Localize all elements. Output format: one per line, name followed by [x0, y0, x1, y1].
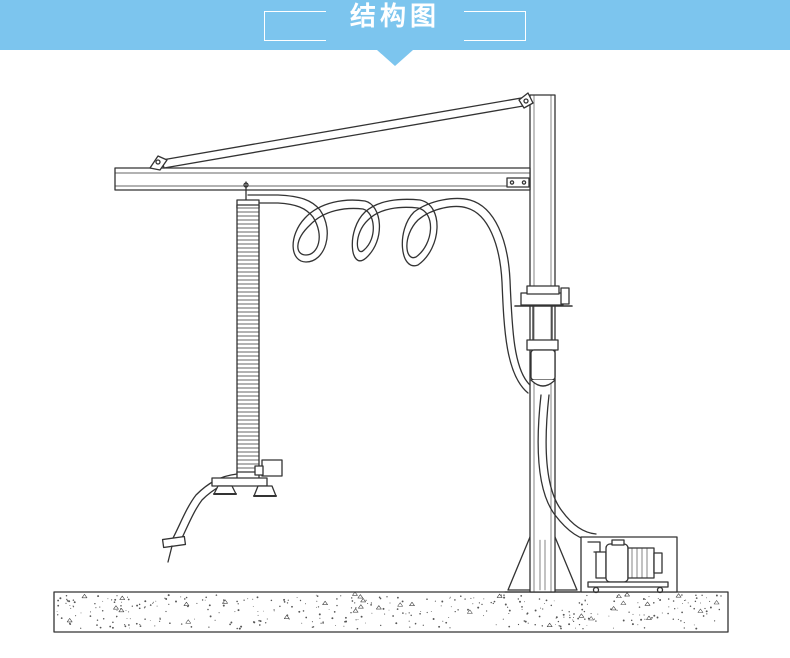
vacuum-hose-icon: [247, 194, 531, 394]
page-title: 结构图: [349, 2, 440, 32]
title-frame-left: [264, 11, 326, 41]
suction-cup-icon: [161, 459, 283, 563]
header-banner: [0, 0, 790, 50]
vacuum-pump-icon: [580, 536, 678, 594]
rotating-collar-icon: [514, 285, 573, 387]
header-notch: [377, 50, 413, 66]
concrete-floor-icon: [53, 591, 729, 633]
tube-hanger-icon: [243, 181, 249, 201]
jib-arm-icon: [114, 167, 531, 191]
lift-tube-icon: [236, 199, 260, 482]
pump-hose-icon: [537, 394, 597, 543]
tie-rod-icon: [149, 92, 534, 171]
title-frame-right: [464, 11, 526, 41]
